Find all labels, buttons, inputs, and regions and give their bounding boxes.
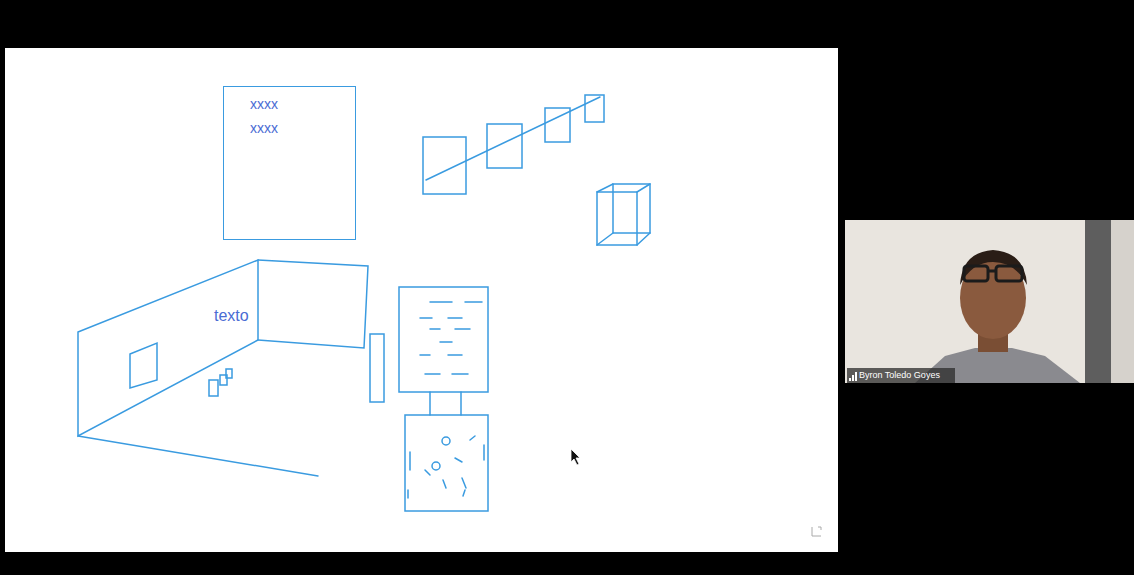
sketch-circle (432, 462, 440, 470)
small-box (226, 369, 232, 378)
small-box (209, 380, 218, 396)
room-floor (78, 436, 318, 476)
whiteboard (5, 48, 838, 552)
dash-marks (408, 436, 484, 498)
glasses-lens (964, 266, 988, 281)
sketch-circle (442, 437, 450, 445)
signal-bar (855, 372, 857, 381)
participant-name: Byron Toledo Goyes (859, 369, 940, 382)
sketch-box (405, 415, 488, 511)
sketch-box (399, 287, 488, 392)
mouse-cursor (571, 449, 580, 465)
cube-face (597, 192, 637, 245)
cube-edge (597, 184, 650, 245)
glasses-bridge (988, 270, 996, 273)
name-bar (847, 368, 955, 383)
person-glasses (964, 266, 1022, 281)
thin-panel (370, 334, 384, 402)
wall-text: texto (214, 306, 249, 326)
wall-strip (1111, 220, 1134, 383)
note-box: xxxx xxxx (223, 86, 356, 240)
dash-marks (420, 302, 482, 374)
sketch-box (423, 137, 466, 194)
glasses-lens (996, 266, 1022, 281)
expand-icon (812, 527, 821, 536)
room-wall (78, 260, 258, 436)
perspective-line (426, 97, 600, 180)
sketch (78, 95, 650, 511)
wall-window (130, 343, 157, 388)
signal-icon (849, 372, 857, 381)
wall-strip (1085, 220, 1111, 383)
note-text: xxxx xxxx (250, 92, 278, 140)
person-hair (960, 250, 1027, 285)
sketch-box (487, 124, 522, 168)
connector-stub (429, 392, 431, 415)
signal-bar (852, 375, 854, 381)
webcam-background (845, 220, 1134, 383)
room-wall (258, 260, 368, 348)
signal-bar (849, 378, 851, 381)
connector-stub (460, 392, 462, 415)
cube-face (613, 184, 650, 233)
webcam-video (845, 220, 1134, 383)
